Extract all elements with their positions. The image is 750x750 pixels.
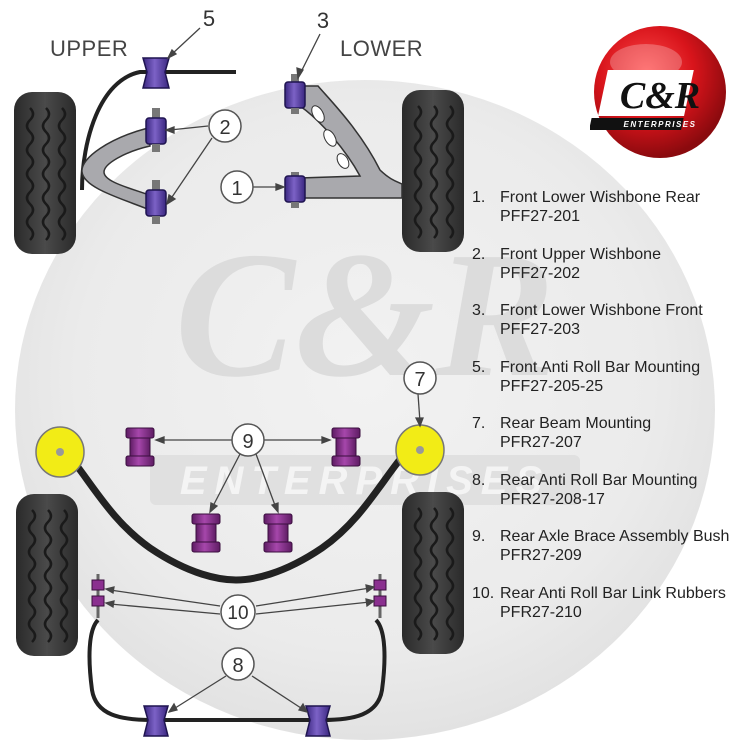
watermark: C&R ENTERPRISES [15, 80, 715, 740]
bush-8-right [305, 705, 331, 737]
bush-3 [284, 74, 306, 114]
callout-8-circle [221, 647, 255, 681]
cr-logo-graphic: C&R ENTERPRISES [589, 26, 726, 158]
front-leaders [164, 27, 321, 206]
logo-sub-band [589, 118, 684, 130]
callout-10-circle [220, 594, 256, 630]
legend-code: PFR27-210 [500, 603, 582, 621]
callout-7-circle [403, 361, 437, 395]
callout-1: 1 [231, 178, 242, 200]
bush-9-upper-right [331, 427, 361, 467]
callout-7: 7 [414, 369, 425, 391]
bush-2-bottom [145, 180, 167, 224]
bush-1 [284, 172, 306, 208]
callout-1-circle [220, 170, 254, 204]
watermark-main-text: C&R [175, 215, 555, 414]
legend-num: 2. [472, 245, 486, 263]
legend-desc: Front Lower Wishbone Rear [500, 189, 701, 206]
legend-num: 1. [472, 189, 486, 206]
legend-code: PFR27-208-17 [500, 490, 605, 508]
callout-5: 5 [203, 6, 215, 31]
front-left-tyre [14, 92, 76, 254]
legend-desc: Front Anti Roll Bar Mounting [500, 358, 701, 376]
legend-num: 9. [472, 528, 486, 545]
legend-num: 5. [472, 358, 486, 376]
legend-code: PFF27-205-25 [500, 377, 604, 395]
watermark-disc [15, 80, 715, 740]
rear-leaders [104, 393, 424, 714]
callout-10: 10 [227, 603, 248, 624]
callout-8: 8 [232, 655, 243, 677]
rear-beam [63, 449, 409, 584]
rear-left-tyre [16, 494, 78, 656]
legend-desc: Rear Anti Roll Bar Mounting [500, 471, 698, 489]
front-right-tyre [402, 90, 464, 252]
upper-header: UPPER [50, 36, 129, 61]
legend-desc: Rear Beam Mounting [500, 415, 652, 432]
bush-9-lower-left [191, 513, 221, 553]
bush-10-left [91, 574, 105, 618]
callouts: 5 3 2 1 7 9 10 8 [203, 6, 437, 681]
callout-9: 9 [242, 431, 253, 453]
callout-2: 2 [219, 117, 230, 139]
bush-7-right [395, 424, 445, 476]
cr-logo: C&R ENTERPRISES [589, 22, 730, 162]
bush-2-top [145, 108, 167, 152]
legend-code: PFR27-209 [500, 547, 582, 564]
legend-desc: Rear Anti Roll Bar Link Rubbers [500, 584, 726, 602]
legend-desc: Rear Axle Brace Assembly Bush [500, 528, 730, 545]
bush-5 [142, 57, 170, 89]
legend-code: PFR27-207 [500, 434, 582, 451]
rear-right-tyre [402, 492, 464, 654]
lower-header: LOWER [340, 36, 424, 61]
rear-anti-roll-bar [87, 618, 387, 722]
bush-9-upper-left [125, 427, 155, 467]
legend-num: 10. [472, 584, 495, 602]
legend-num: 8. [472, 471, 486, 489]
legend-desc: Front Upper Wishbone [500, 245, 661, 263]
callout-3: 3 [317, 8, 329, 33]
bush-7-left [35, 426, 85, 478]
callout-9-circle [231, 423, 265, 457]
legend-code: PFF27-202 [500, 264, 581, 282]
legend-code: PFF27-203 [500, 321, 581, 338]
callout-2-circle [208, 109, 242, 143]
legend-num: 3. [472, 302, 486, 319]
bush-8-left [143, 705, 169, 737]
logo-main-text: C&R [620, 75, 700, 117]
logo-sub-text: ENTERPRISES [624, 120, 697, 129]
logo-plate [598, 70, 694, 116]
lower-wishbone [299, 85, 403, 199]
legend-num: 7. [472, 415, 486, 432]
legend-code: PFF27-201 [500, 208, 581, 225]
bush-9-lower-right [263, 513, 293, 553]
watermark-sub-text: ENTERPRISES [180, 459, 550, 503]
watermark-band [150, 455, 580, 505]
legend-desc: Front Lower Wishbone Front [500, 302, 703, 319]
